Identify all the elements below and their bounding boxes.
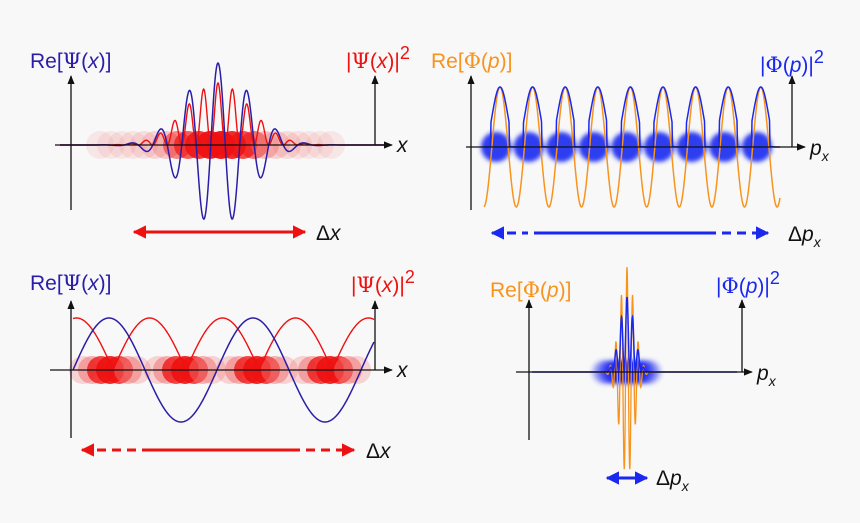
bl-prob-curve — [72, 317, 375, 372]
tr-blue-curve — [483, 86, 781, 148]
bl-re-label: Re[Ψ(x)] — [30, 271, 111, 295]
panel-bottom-left: Re[Ψ(x)] |Ψ(x)|2 x Δx — [30, 267, 415, 463]
tl-spread-label: Δx — [316, 222, 342, 245]
bl-axis-label: x — [396, 359, 409, 382]
panel-bottom-right: Re[Φ(p)] |Φ(p)|2 px Δpx — [490, 266, 780, 494]
bl-prob-label: |Ψ(x)|2 — [351, 267, 415, 297]
tl-re-label: Re[Ψ(x)] — [30, 49, 111, 73]
tl-prob-label: |Ψ(x)|2 — [346, 43, 410, 73]
tl-axis-label: x — [396, 134, 409, 157]
br-spread-label: Δpx — [656, 467, 690, 494]
br-blue-curve — [532, 296, 737, 374]
br-axis-label: px — [756, 362, 777, 389]
tr-prob-label: |Φ(p)|2 — [760, 47, 824, 77]
tr-re-label: Re[Φ(p)] — [431, 49, 512, 73]
br-re-label: Re[Φ(p)] — [490, 278, 571, 302]
panel-top-right: Re[Φ(p)] |Φ(p)|2 px Δpx — [431, 47, 830, 250]
bl-real-curve — [72, 317, 375, 423]
br-prob-label: |Φ(p)|2 — [716, 268, 780, 298]
tr-spread-label: Δpx — [788, 223, 822, 250]
tr-axis-label: px — [809, 137, 830, 164]
panel-top-left: Re[Ψ(x)] |Ψ(x)|2 x Δx — [30, 43, 410, 245]
bl-spread-label: Δx — [366, 440, 392, 463]
